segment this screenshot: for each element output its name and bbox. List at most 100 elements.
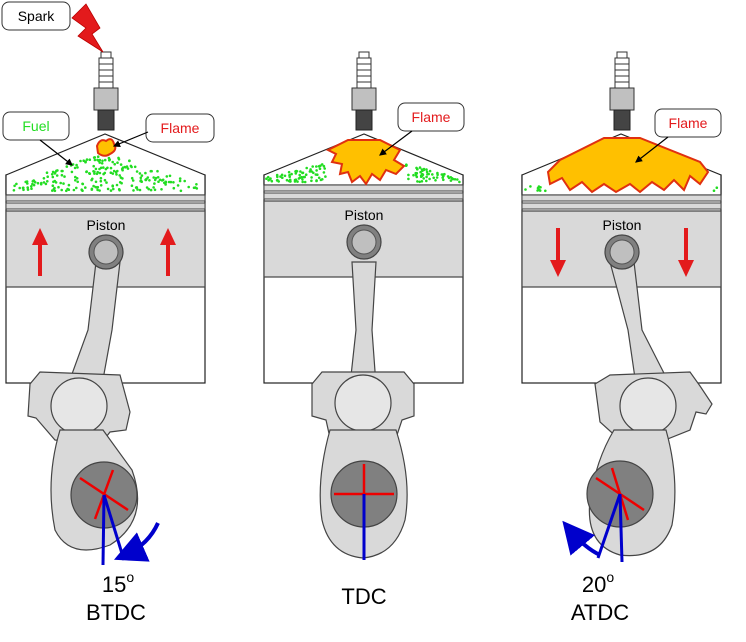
fuel-dot [322,171,326,174]
fuel-dot [295,170,299,173]
fuel-dot [288,179,292,183]
fuel-dot [310,176,313,179]
lightning-icon [71,3,104,53]
fuel-dot [176,184,180,187]
fuel-dot [132,189,135,192]
fuel-dot [74,175,77,179]
fuel-dot [76,180,79,184]
fuel-dot [320,163,324,166]
fuel-dot [458,180,461,184]
fuel-dot [67,183,71,187]
fuel-dot [164,180,168,184]
fuel-dot [294,172,298,175]
stage-btdc: Spark Fuel Flame Piston 15o BTDC [1,1,215,625]
spark-label-box [1,1,71,31]
fuel-dot [73,166,77,170]
fuel-dot [92,164,95,168]
fuel-mixture [524,185,719,193]
fuel-dot [46,175,49,178]
fuel-dot [267,179,270,182]
fuel-dot [324,175,327,178]
fuel-dot [51,189,54,192]
fuel-dot [183,179,186,183]
fuel-dot [53,172,57,175]
fuel-dot [30,185,33,188]
fuel-dot [152,176,155,179]
fuel-dot [118,188,121,192]
fuel-dot [102,166,105,169]
fuel-dot [99,176,103,180]
fuel-dot [40,181,43,185]
arrow-up-icon [160,228,176,276]
fuel-dot [172,181,175,184]
fuel-dot [42,177,46,180]
fuel-dot [421,172,424,176]
fuel-dot [139,179,142,183]
fuel-dot [415,166,418,170]
fuel-dot [149,188,153,192]
fuel-dot [99,184,103,187]
piston-label: Piston [345,207,384,223]
fuel-dot [138,172,142,175]
fuel-dot [178,177,182,180]
stage-tdc: Flame Piston TDC [263,51,465,609]
fuel-dot [432,176,436,180]
fuel-dot [18,186,22,190]
fuel-dot [57,185,60,189]
spark-label: Spark [18,8,56,24]
fuel-dot [318,167,322,170]
arrow-down-icon [550,228,566,277]
fuel-dot [26,186,30,189]
fuel-dot [172,186,176,190]
fuel-dot [128,159,131,163]
fuel-dot [133,165,137,169]
fuel-dot [98,167,101,171]
fuel-dot [93,172,96,175]
fuel-dot [283,174,287,178]
fuel-dot [13,184,16,188]
fuel-dot [85,170,88,173]
flame-kernel [95,138,117,157]
fuel-dot [72,188,76,192]
fuel-dot [105,181,108,184]
fuel-dot [92,156,96,159]
crank-pin [619,377,677,435]
fuel-dot [67,188,71,191]
fuel-dot [169,180,173,184]
fuel-dot [145,186,149,189]
piston-ring [263,184,464,192]
fuel-dot [302,175,306,179]
fuel-dot [15,182,18,186]
fuel-dot [317,176,321,180]
fuel-dot [60,169,63,173]
fuel-dot [290,172,293,176]
fuel-dot [266,175,270,179]
piston-ring [5,202,206,210]
fuel-dot [187,185,190,189]
fuel-dot [109,189,113,192]
fuel-dot [135,170,139,173]
fuel-dot [98,171,102,175]
fuel-dot [404,164,408,167]
fuel-dot [94,185,97,189]
fuel-dot [130,184,134,187]
fuel-dot [51,184,55,187]
spark-plug-icon [93,51,119,131]
stage-atdc: Flame Piston 20o ATDC [521,51,722,625]
fuel-dot [421,169,424,172]
fuel-dot [322,164,326,168]
fuel-dot [314,173,318,176]
fuel-dot [148,179,151,182]
fuel-dot [192,186,196,190]
fuel-dot [55,174,59,177]
fuel-dot [323,167,327,170]
fuel-dot [524,188,527,191]
fuel-dot [712,189,716,192]
fuel-dot [296,180,299,183]
fuel-mixture [265,163,461,184]
fuel-dot [156,176,160,179]
rotation-arrow-icon [562,520,601,557]
fuel-mixture [12,150,199,193]
fuel-dot [153,182,156,185]
fuel-dot [428,177,431,181]
